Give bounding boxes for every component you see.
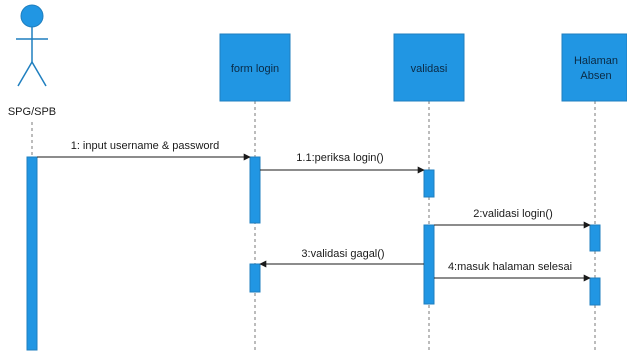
participant-label-line1: Halaman [574,55,618,67]
message-3: 3:validasi gagal() [259,248,424,268]
message-label: 3:validasi gagal() [301,248,384,260]
activation-validasi-1 [423,169,435,198]
stick-figure-icon [16,4,48,87]
activation-validasi-2 [423,224,435,305]
message-1-1: 1.1:periksa login() [260,152,425,174]
participant-halaman-absen: Halaman Absen [561,33,627,102]
participant-form-login: form login [219,33,291,102]
message-4: 4:masuk halaman selesai [434,261,591,282]
message-label: 4:masuk halaman selesai [448,261,572,273]
participant-label: validasi [411,63,448,75]
actor-label: SPG/SPB [8,106,56,118]
message-label: 1.1:periksa login() [296,152,383,164]
activation-halaman-absen-2 [589,277,601,306]
activation-halaman-absen-1 [589,224,601,252]
participant-label: form login [231,63,279,75]
message-label: 1: input username & password [71,140,220,152]
message-1: 1: input username & password [37,140,251,161]
participant-label-line2: Absen [580,70,611,82]
activation-actor [26,156,38,351]
activation-form-login-1 [249,156,261,224]
message-label: 2:validasi login() [473,208,552,220]
actor-spg-spb: SPG/SPB [8,4,56,118]
participant-validasi: validasi [393,33,465,102]
activation-form-login-2 [249,263,261,293]
message-2: 2:validasi login() [434,208,591,229]
